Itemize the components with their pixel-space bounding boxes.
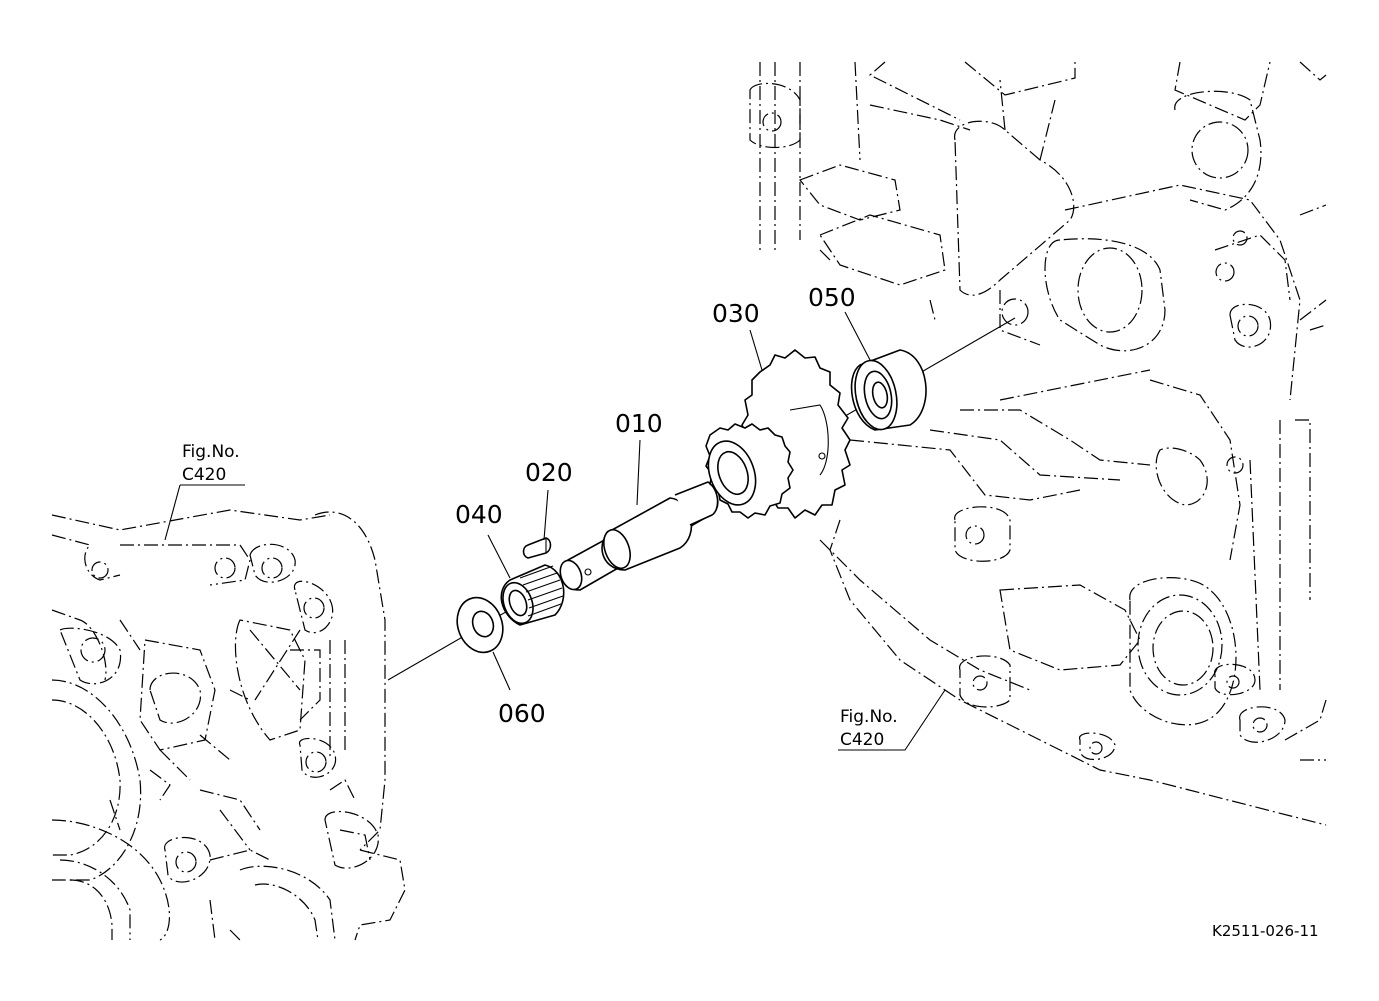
shaft-010 bbox=[559, 481, 719, 591]
washer-060 bbox=[456, 596, 504, 654]
leader-lines bbox=[164, 311, 946, 751]
label-part-030: 030 bbox=[712, 299, 760, 328]
pin-020 bbox=[522, 537, 552, 559]
fig-ref-code-left: C420 bbox=[182, 465, 226, 485]
fig-ref-label-left: Fig.No. bbox=[182, 442, 240, 462]
label-part-010: 010 bbox=[615, 409, 663, 438]
left-housing bbox=[51, 509, 406, 941]
drawing-code: K2511-026-11 bbox=[1212, 922, 1319, 940]
gear-030 bbox=[705, 349, 851, 519]
label-part-060: 060 bbox=[498, 699, 546, 728]
needle-bearing-040 bbox=[500, 564, 565, 626]
ball-bearing-050 bbox=[850, 349, 927, 431]
label-part-050: 050 bbox=[808, 283, 856, 312]
fig-ref-label-right: Fig.No. bbox=[840, 707, 898, 727]
label-part-020: 020 bbox=[525, 458, 573, 487]
label-part-040: 040 bbox=[455, 500, 503, 529]
fig-ref-code-right: C420 bbox=[840, 730, 884, 750]
right-housing bbox=[749, 61, 1327, 826]
